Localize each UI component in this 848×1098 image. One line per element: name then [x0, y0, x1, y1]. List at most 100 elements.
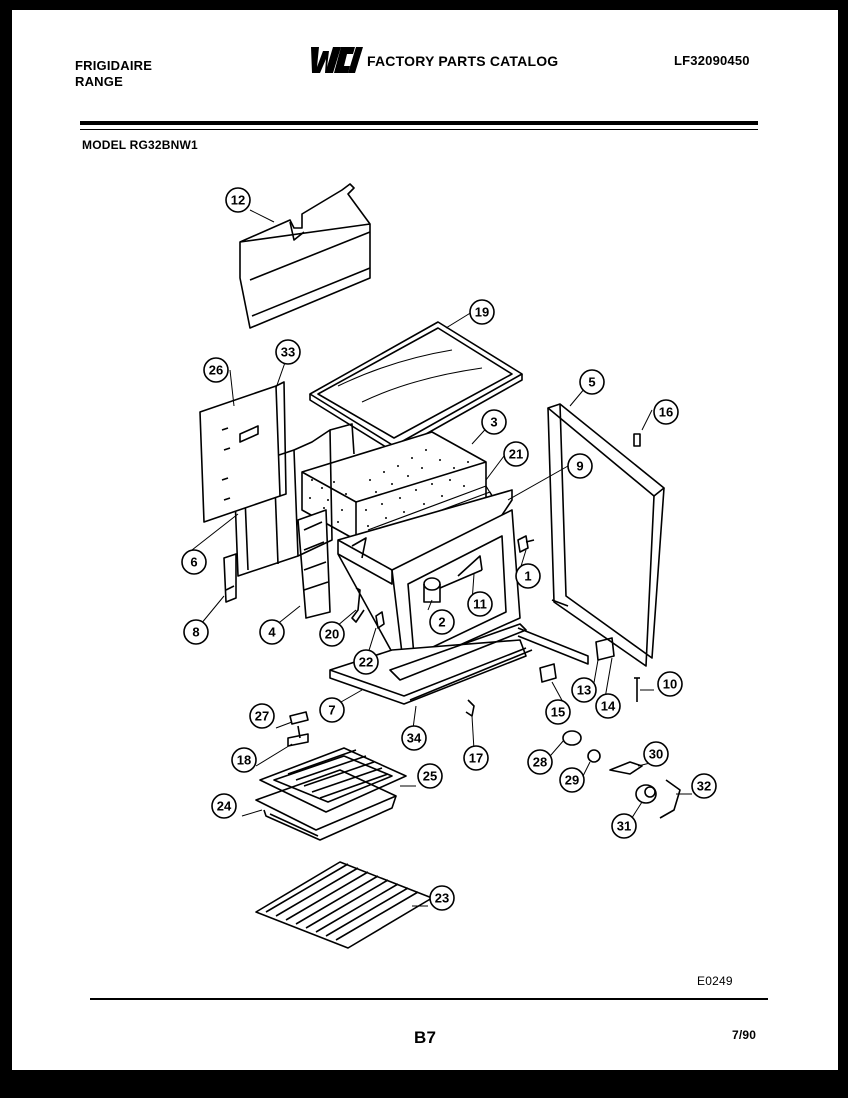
callout-6: 6 — [181, 549, 207, 575]
callout-number: 7 — [328, 703, 335, 718]
callout-number: 21 — [509, 447, 523, 462]
callout-circle — [401, 725, 427, 751]
callout-number: 6 — [190, 555, 197, 570]
part-23-oven-rack — [255, 861, 433, 949]
callout-circle — [249, 703, 275, 729]
part-16-screw — [633, 433, 641, 447]
callout-circle — [481, 409, 507, 435]
callout-9: 9 — [567, 453, 593, 479]
part-34-front-rail — [389, 623, 533, 701]
callout-number: 30 — [649, 747, 663, 762]
callout-33: 33 — [275, 339, 301, 365]
callout-18: 18 — [231, 747, 257, 773]
callout-number: 24 — [217, 799, 232, 814]
callout-circle — [259, 619, 285, 645]
part-2-burner — [423, 555, 483, 603]
callout-22: 22 — [353, 649, 379, 675]
callout-circle — [595, 693, 621, 719]
callout-circle — [515, 563, 541, 589]
diagram-code: E0249 — [697, 974, 733, 988]
callout-circle — [463, 745, 489, 771]
page-date: 7/90 — [732, 1028, 757, 1042]
callout-number: 29 — [565, 773, 579, 788]
callout-number: 18 — [237, 753, 251, 768]
header-rule — [80, 121, 758, 125]
callout-circle — [211, 793, 237, 819]
exploded-parts-diagram: 1234567891011121314151617181920212223242… — [181, 183, 717, 949]
callout-circle — [503, 441, 529, 467]
callout-17: 17 — [463, 745, 489, 771]
part-15-switch — [539, 663, 557, 683]
callout-circle — [203, 357, 229, 383]
callout-32: 32 — [691, 773, 717, 799]
header-rule-thin — [80, 129, 758, 130]
callout-31: 31 — [611, 813, 637, 839]
callout-23: 23 — [429, 885, 455, 911]
part-5-right-panel — [547, 403, 665, 667]
callout-circle — [559, 767, 585, 793]
callout-circle — [353, 649, 379, 675]
callout-16: 16 — [653, 399, 679, 425]
callout-circle — [567, 453, 593, 479]
callout-number: 26 — [209, 363, 223, 378]
callout-number: 33 — [281, 345, 295, 360]
callout-7: 7 — [319, 697, 345, 723]
callout-number: 34 — [407, 731, 422, 746]
callout-24: 24 — [211, 793, 237, 819]
callout-number: 23 — [435, 891, 449, 906]
part-1-valve — [517, 535, 535, 553]
callout-number: 10 — [663, 677, 677, 692]
callout-number: 4 — [268, 625, 276, 640]
part-30-igniter — [609, 761, 643, 775]
callout-number: 12 — [231, 193, 245, 208]
part-13-runner — [517, 627, 589, 665]
callout-circle — [545, 699, 571, 725]
wci-logo — [311, 47, 363, 73]
callout-number: 31 — [617, 819, 631, 834]
callout-circle — [691, 773, 717, 799]
part-4-side-liner — [297, 509, 331, 619]
callout-15: 15 — [545, 699, 571, 725]
model-number: MODEL RG32BNW1 — [82, 138, 198, 152]
callout-12: 12 — [225, 187, 251, 213]
callout-number: 1 — [524, 569, 531, 584]
callout-30: 30 — [643, 741, 669, 767]
part-27-bracket — [287, 711, 309, 747]
part-17-hook — [465, 699, 475, 717]
callout-number: 5 — [588, 375, 595, 390]
callout-circle — [231, 747, 257, 773]
catalog-number: LF32090450 — [674, 53, 750, 68]
callout-circle — [183, 619, 209, 645]
part-26-back-panel — [199, 381, 287, 523]
callout-19: 19 — [469, 299, 495, 325]
callout-20: 20 — [319, 621, 345, 647]
part-28-knob — [562, 730, 582, 746]
callout-number: 25 — [423, 769, 437, 784]
callout-number: 9 — [576, 459, 583, 474]
callout-14: 14 — [595, 693, 621, 719]
callout-number: 14 — [601, 699, 616, 714]
part-7-bottom-panel — [329, 639, 527, 705]
callout-circle — [527, 749, 553, 775]
callout-circle — [643, 741, 669, 767]
callout-number: 8 — [192, 625, 199, 640]
callout-circle — [417, 763, 443, 789]
callout-number: 16 — [659, 405, 673, 420]
callout-circle — [467, 591, 493, 617]
callout-number: 32 — [697, 779, 711, 794]
callout-circle — [275, 339, 301, 365]
callout-28: 28 — [527, 749, 553, 775]
product-type: RANGE — [75, 74, 123, 89]
callout-circle — [571, 677, 597, 703]
part-14-block — [595, 637, 615, 661]
part-25-broiler-insert — [259, 747, 407, 813]
callout-25: 25 — [417, 763, 443, 789]
catalog-sheet: FRIGIDAIRE RANGE FACTORY PARTS CATALOG L… — [12, 10, 838, 1070]
part-24-broiler-pan — [255, 769, 397, 841]
callout-circle — [429, 609, 455, 635]
callout-26: 26 — [203, 357, 229, 383]
callout-number: 3 — [490, 415, 497, 430]
callout-circle — [611, 813, 637, 839]
callout-number: 17 — [469, 751, 483, 766]
